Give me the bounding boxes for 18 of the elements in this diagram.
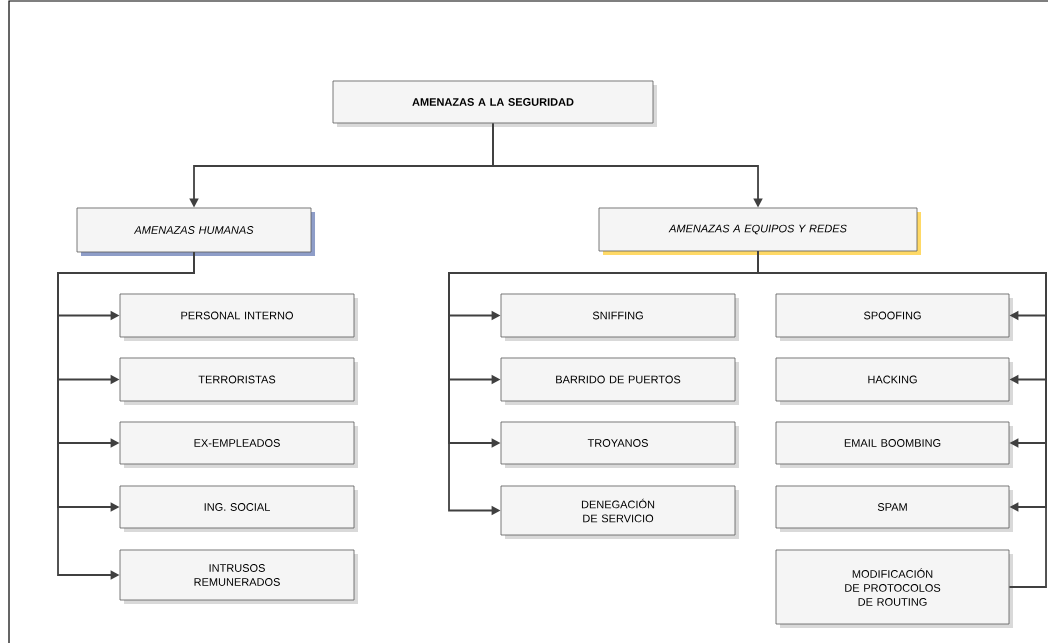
connector-arrow (57, 251, 195, 580)
box: AMENAZAS A LA SEGURIDAD (332, 80, 657, 127)
box: EMAIL BOOMBING (775, 421, 1013, 468)
box: AMENAZAS A EQUIPOS Y REDES (598, 207, 921, 255)
box: TROYANOS (500, 421, 739, 468)
box: INTRUSOS REMUNERADOS (119, 549, 358, 604)
box: SPAM (775, 485, 1013, 532)
box: DENEGACIÓN DE SERVICIO (500, 485, 739, 539)
box: TERRORISTAS (119, 357, 358, 405)
box: SNIFFING (500, 293, 739, 341)
box: BARRIDO DE PUERTOS (500, 357, 739, 405)
box: PERSONAL INTERNO (119, 293, 358, 341)
box: SPOOFING (775, 293, 1013, 341)
box: AMENAZAS HUMANAS (76, 207, 315, 256)
box: EX-EMPLEADOS (119, 421, 358, 468)
box: HACKING (775, 357, 1013, 405)
box: MODIFICACIÓN DE PROTOCOLOS DE ROUTING (775, 549, 1013, 628)
box: ING. SOCIAL (119, 485, 358, 532)
